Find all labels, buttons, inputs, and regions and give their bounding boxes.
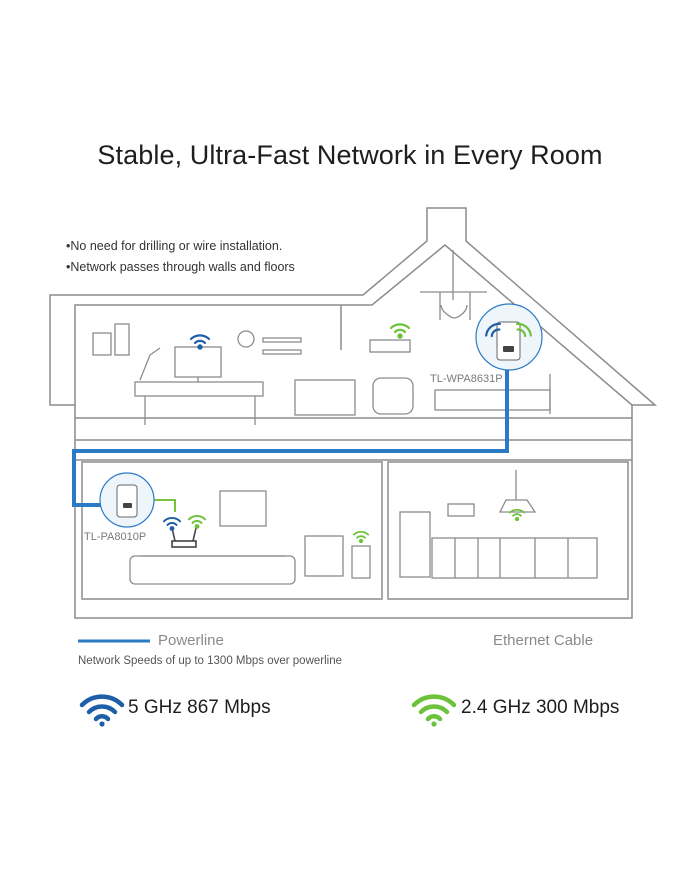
feature-list: No need for drilling or wire installatio…	[66, 236, 295, 278]
router-icon	[171, 527, 197, 548]
powerline-cable	[72, 365, 509, 507]
wifi-5ghz-icon	[79, 694, 125, 727]
living-room	[81, 461, 383, 600]
upstairs-furniture	[92, 250, 551, 425]
powerline-adapter-icon	[99, 472, 155, 528]
powerline-adapter-icon	[475, 303, 543, 371]
living-furniture	[129, 490, 371, 585]
upstairs-frame	[74, 244, 633, 406]
ethernet-legend-label: Ethernet Cable	[493, 632, 594, 649]
wifi-24ghz-icon	[352, 530, 370, 544]
house-outline	[49, 207, 658, 619]
powerline-legend-label: Powerline	[158, 632, 224, 649]
feature-item: No need for drilling or wire installatio…	[66, 236, 295, 257]
wifi-24ghz-icon	[411, 694, 457, 727]
downstairs-device-label: TL-PA8010P	[84, 531, 147, 543]
wifi-24ghz-icon	[515, 322, 532, 338]
band-24ghz-label: 2.4 GHz 300 Mbps	[461, 697, 620, 718]
kitchen-furniture	[399, 470, 598, 579]
wifi-24ghz-icon	[508, 508, 526, 522]
wifi-24ghz-icon	[389, 323, 411, 339]
speed-note: Network Speeds of up to 1300 Mbps over p…	[78, 655, 343, 667]
kitchen-room	[387, 461, 629, 600]
wifi-24ghz-icon	[187, 515, 207, 529]
upstairs-device-label: TL-WPA8631P	[430, 373, 503, 385]
wifi-5ghz-icon	[485, 322, 502, 338]
wifi-5ghz-icon	[162, 517, 182, 531]
wifi-5ghz-icon	[189, 334, 211, 350]
feature-item: Network passes through walls and floors	[66, 257, 294, 278]
band-5ghz-label: 5 GHz 867 Mbps	[128, 697, 271, 718]
page-title: Stable, Ultra-Fast Network in Every Room	[97, 140, 603, 170]
